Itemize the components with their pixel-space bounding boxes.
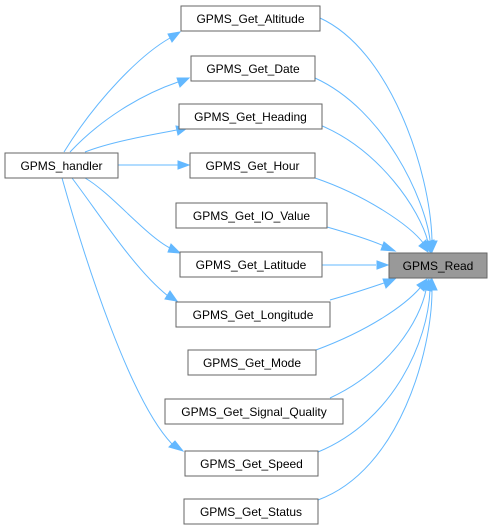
edge-mode-read — [315, 287, 421, 351]
edge-heading-read — [319, 124, 429, 243]
edge-io-read — [326, 226, 385, 247]
node-gpms-read[interactable]: GPMS_Read — [388, 252, 488, 279]
arrow-io-read — [380, 241, 397, 252]
node-label-date: GPMS_Get_Date — [206, 62, 300, 76]
edge-speed-read — [317, 289, 431, 453]
arrow-handler-speed — [168, 440, 185, 452]
edge-handler-heading — [84, 129, 178, 153]
edge-longitude-read — [329, 282, 385, 301]
node-label-status: GPMS_Get_Status — [200, 505, 302, 519]
node-label-signal-quality: GPMS_Get_Signal_Quality — [181, 405, 326, 419]
edge-handler-speed — [61, 177, 173, 445]
node-gpms-get-latitude[interactable]: GPMS_Get_Latitude — [179, 251, 323, 278]
arrow-status-read — [427, 277, 438, 291]
node-label-longitude: GPMS_Get_Longitude — [193, 308, 314, 322]
arrow-handler-date — [176, 77, 191, 88]
node-label-hour: GPMS_Get_Hour — [205, 159, 299, 173]
arrow-longitude-read — [382, 278, 397, 289]
node-gpms-get-signal-quality[interactable]: GPMS_Get_Signal_Quality — [164, 398, 344, 425]
node-label-io-value: GPMS_Get_IO_Value — [193, 209, 310, 223]
arrow-handler-hour — [177, 160, 191, 170]
nodes-layer: GPMS_handler GPMS_Get_Altitude GPMS_Get_… — [4, 5, 488, 525]
node-label-heading: GPMS_Get_Heading — [194, 110, 307, 124]
arrow-handler-latitude — [167, 243, 182, 254]
edge-handler-latitude — [84, 177, 171, 249]
edge-handler-date — [69, 81, 179, 153]
node-gpms-get-mode[interactable]: GPMS_Get_Mode — [187, 349, 317, 376]
edges-layer — [61, 17, 438, 501]
node-label-latitude: GPMS_Get_Latitude — [196, 258, 307, 272]
node-gpms-get-speed[interactable]: GPMS_Get_Speed — [184, 450, 319, 477]
node-gpms-get-altitude[interactable]: GPMS_Get_Altitude — [180, 5, 321, 32]
node-label-read: GPMS_Read — [403, 259, 474, 273]
node-gpms-get-heading[interactable]: GPMS_Get_Heading — [178, 103, 323, 130]
edge-signal-read — [329, 289, 427, 399]
node-label-speed: GPMS_Get_Speed — [200, 457, 303, 471]
arrow-handler-longitude — [164, 290, 179, 302]
node-label-handler: GPMS_handler — [20, 159, 102, 173]
node-gpms-get-date[interactable]: GPMS_Get_Date — [190, 55, 316, 82]
edge-date-read — [314, 77, 431, 241]
arrow-hour-read — [418, 239, 429, 254]
edge-altitude-read — [319, 17, 433, 241]
edge-status-read — [317, 289, 433, 501]
edge-handler-longitude — [71, 177, 169, 297]
node-gpms-get-io-value[interactable]: GPMS_Get_IO_Value — [175, 202, 328, 229]
node-gpms-get-longitude[interactable]: GPMS_Get_Longitude — [175, 301, 331, 328]
node-gpms-get-status[interactable]: GPMS_Get_Status — [183, 498, 319, 525]
arrow-latitude-read — [376, 260, 390, 270]
edge-handler-altitude — [63, 37, 171, 153]
node-label-altitude: GPMS_Get_Altitude — [196, 12, 304, 26]
arrow-handler-altitude — [167, 31, 182, 43]
node-label-mode: GPMS_Get_Mode — [203, 356, 301, 370]
edge-hour-read — [314, 177, 425, 245]
node-gpms-handler[interactable]: GPMS_handler — [4, 152, 119, 179]
node-gpms-get-hour[interactable]: GPMS_Get_Hour — [189, 152, 316, 179]
